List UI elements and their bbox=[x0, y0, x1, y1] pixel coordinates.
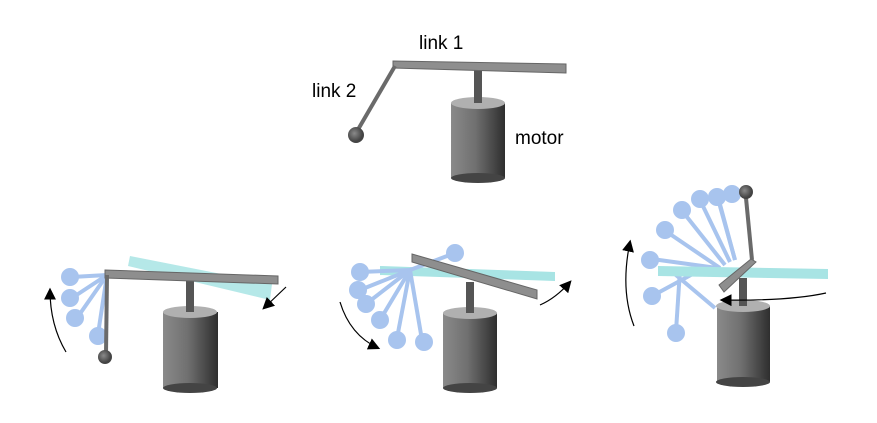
rotation-arrow bbox=[622, 239, 635, 327]
link-2 bbox=[744, 197, 754, 261]
rotation-arrow bbox=[262, 286, 287, 310]
motor-label: motor bbox=[515, 128, 564, 149]
rotation-arrow bbox=[539, 280, 572, 306]
rotation-arrow bbox=[339, 301, 381, 350]
link-2 bbox=[104, 274, 109, 355]
link-1-label: link 1 bbox=[419, 33, 464, 54]
link-2-label: link 2 bbox=[312, 81, 357, 102]
panel-middle bbox=[339, 244, 572, 393]
panel-left bbox=[44, 256, 287, 393]
rotation-arrow bbox=[44, 287, 67, 353]
panel-right bbox=[622, 185, 828, 387]
rotation-arrow bbox=[719, 292, 827, 307]
link-2 bbox=[354, 64, 397, 135]
motor bbox=[451, 97, 505, 183]
link-1 bbox=[411, 253, 538, 300]
link-1 bbox=[718, 258, 757, 293]
ghost-pendulums bbox=[349, 244, 464, 351]
shaft bbox=[474, 70, 482, 103]
ghost-pendulums bbox=[61, 268, 109, 345]
pendulum-ball bbox=[348, 127, 364, 143]
top-assembly bbox=[348, 60, 567, 183]
